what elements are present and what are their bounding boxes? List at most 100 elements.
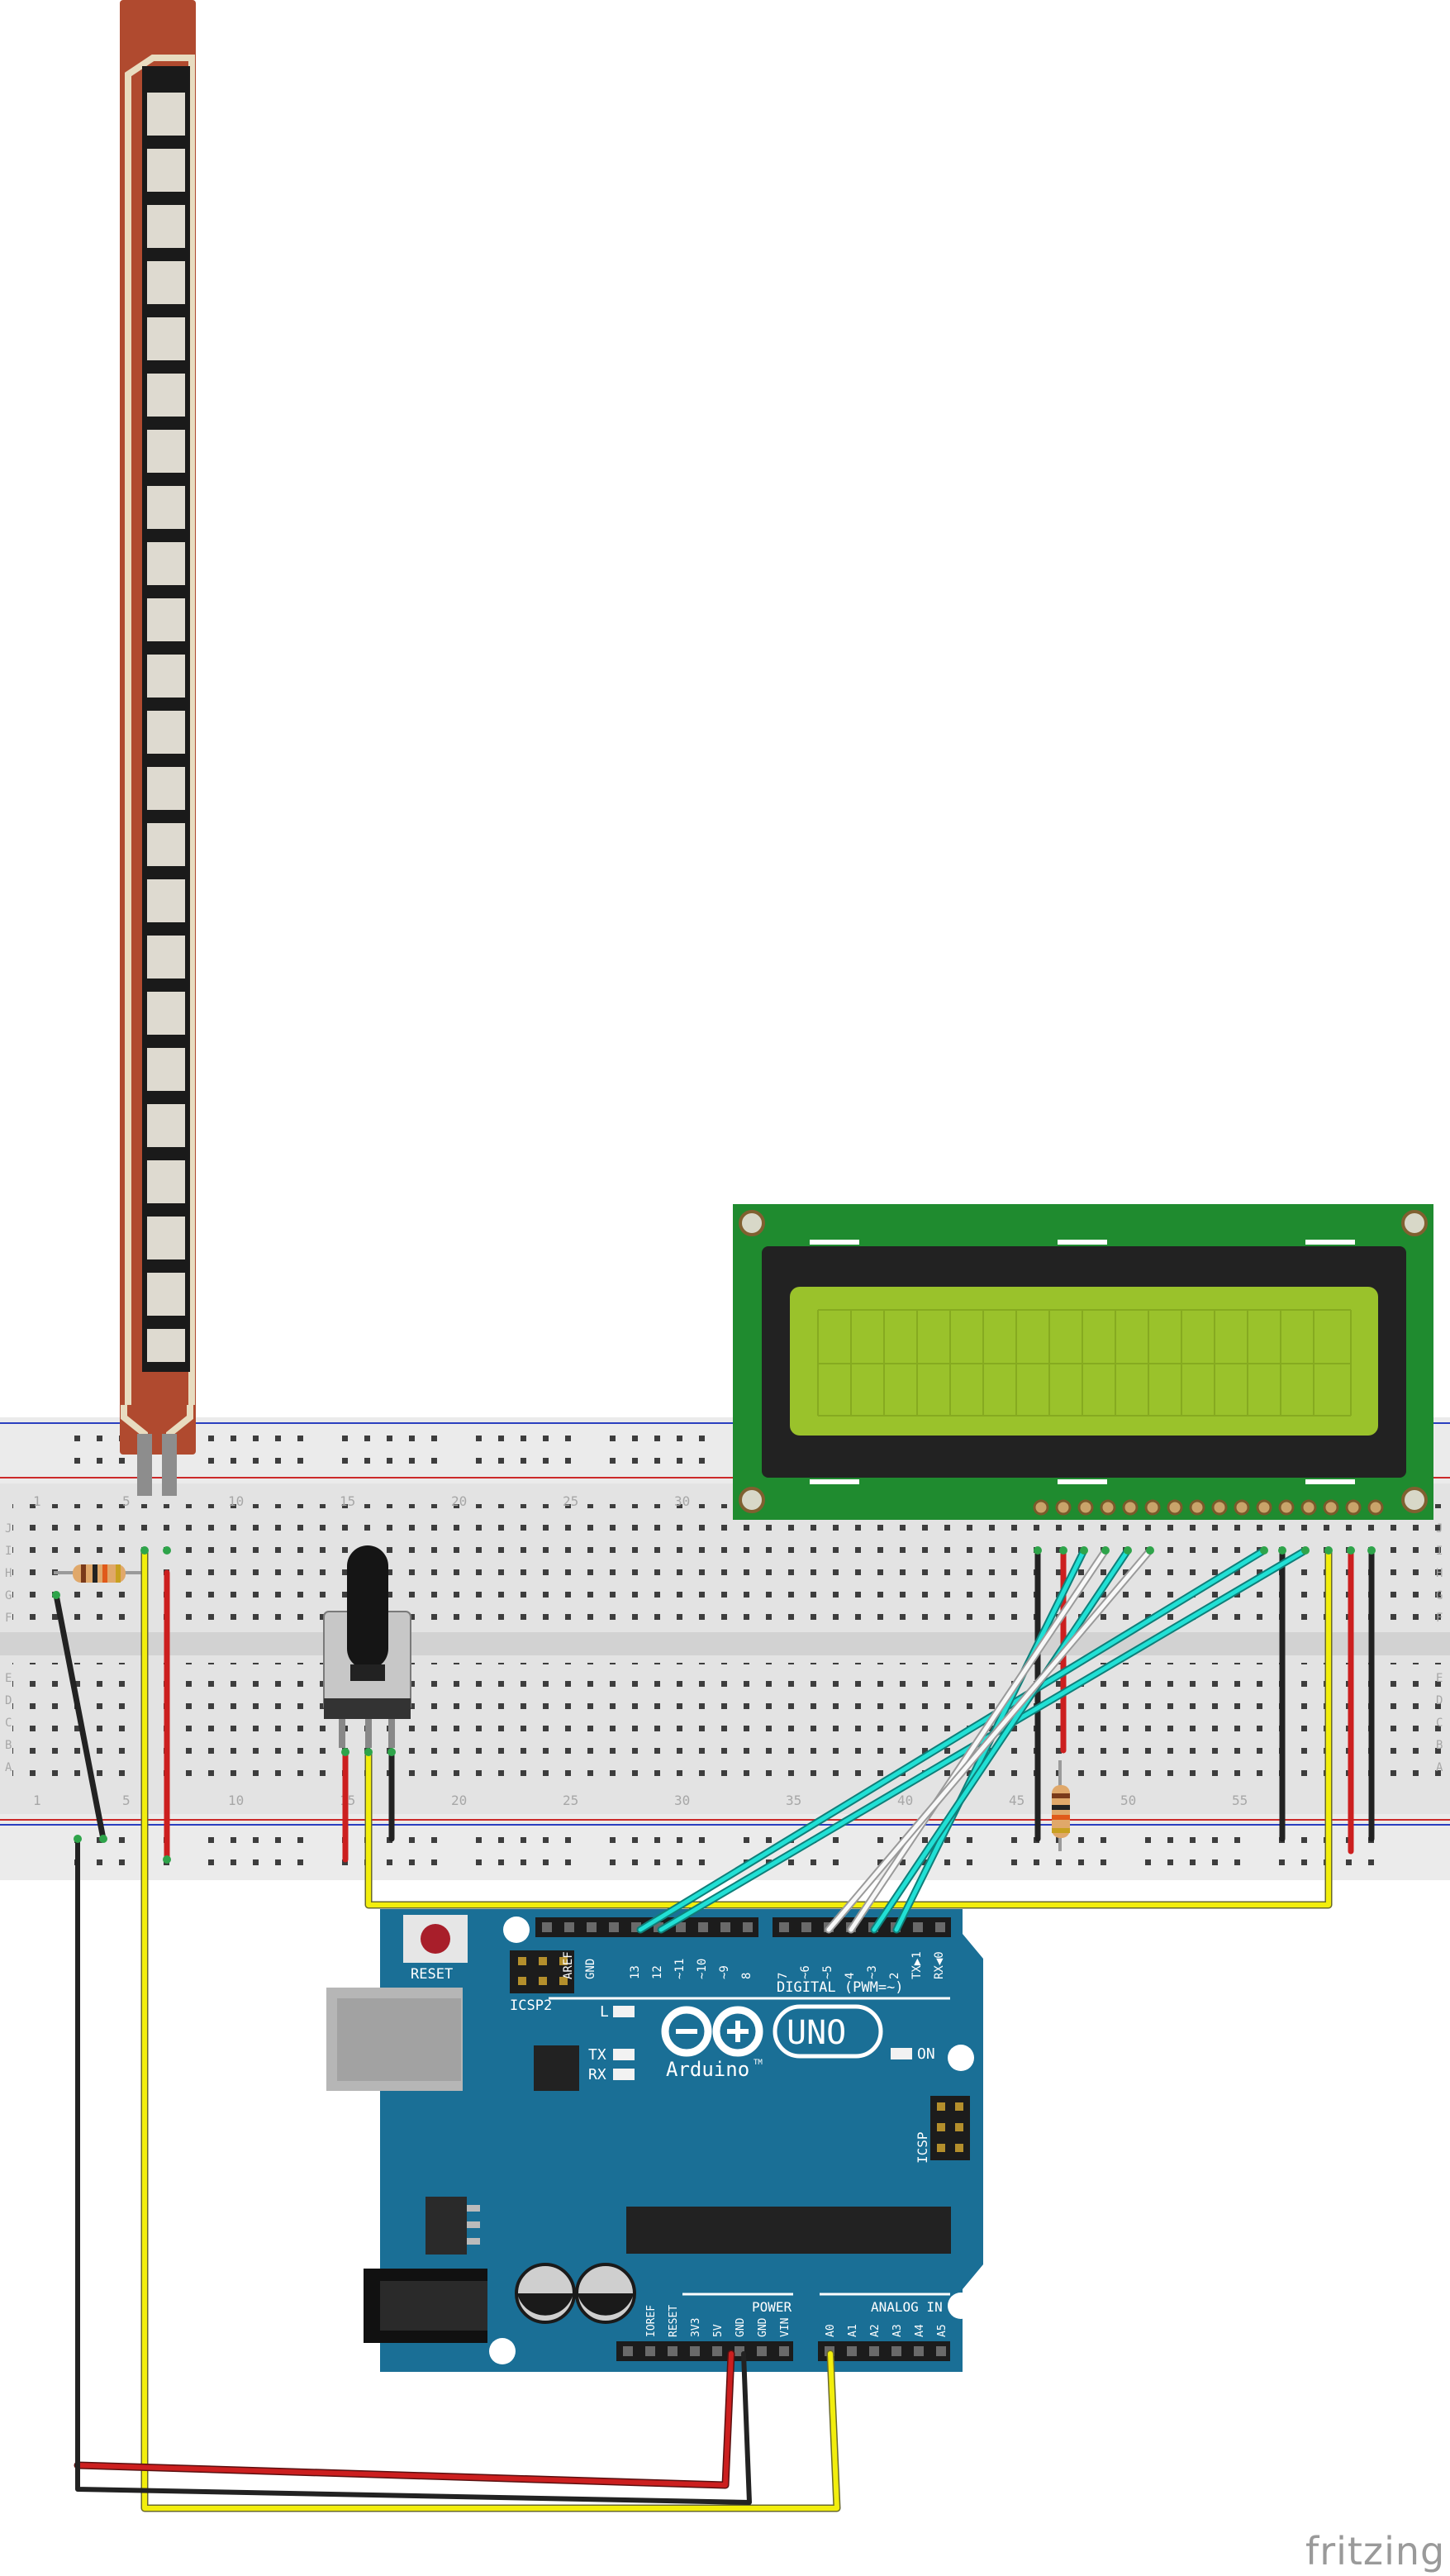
analog-label: ANALOG IN [871,2299,943,2315]
flex-sensor-pin [162,1434,177,1496]
usb-chip [534,2045,579,2091]
svg-text:~10: ~10 [696,1959,709,1979]
trademark: TM [754,2059,763,2067]
svg-text:A5: A5 [936,2324,948,2337]
col-num: 25 [563,1793,578,1808]
svg-text:8: 8 [740,1973,754,1979]
wire-cyan-d13 [638,1548,1267,1932]
svg-text:3V3: 3V3 [690,2318,702,2337]
flex-sensor [120,0,196,1496]
led-l [613,2006,635,2017]
icsp-header [930,2096,970,2160]
flex-sensor-segments [147,93,185,1362]
fritzing-watermark: fritzing [1305,2529,1446,2574]
col-num: 10 [228,1493,244,1509]
wire-cyan-d12 [658,1548,1308,1932]
svg-text:C: C [5,1717,12,1730]
col-num: 1 [33,1793,41,1808]
svg-text:A: A [5,1761,12,1774]
svg-text:IOREF: IOREF [645,2305,658,2337]
wire-yellow-flex-a0 [142,1548,839,2511]
col-num: 1 [33,1493,41,1509]
svg-text:TX▶1: TX▶1 [910,1951,924,1979]
svg-text:~9: ~9 [718,1965,731,1979]
col-num: 5 [122,1793,131,1808]
svg-text:G: G [1436,1589,1443,1602]
svg-text:GND: GND [735,2317,747,2337]
resistor-flex [54,1564,145,1583]
led-tx [613,2049,635,2060]
svg-text:13: 13 [629,1965,642,1979]
upper-terminal-holes [12,1504,1442,1624]
arduino-logo [661,2006,763,2057]
atmega-chip [626,2207,951,2254]
svg-text:A: A [1436,1761,1443,1774]
led-l-label: L [600,2003,609,2021]
arduino-board [380,1909,983,2372]
svg-text:12: 12 [651,1965,664,1979]
col-num: 5 [122,1493,131,1509]
digital-pin-labels: AREF GND 13 12 ~11 ~10 ~9 8 7 ~6 ~5 4 ~3… [562,1951,946,1979]
arduino-logo-symbols [676,2021,749,2042]
brand-name: Arduino [666,2058,749,2081]
wires [53,1546,1375,2512]
col-num: 45 [1009,1793,1025,1808]
icsp-label: ICSP [915,2131,930,2164]
board-name: UNO [787,2014,846,2052]
col-num: 50 [1120,1793,1136,1808]
potentiometer [323,1545,411,1748]
svg-text:H: H [1436,1567,1443,1580]
svg-text:GND: GND [757,2317,769,2337]
svg-text:~6: ~6 [799,1965,812,1979]
wire-red-5v [75,2351,734,2488]
resistor-lcd [1052,1760,1070,1851]
svg-text:D: D [5,1694,12,1707]
svg-text:J: J [5,1522,12,1536]
reset-label: RESET [411,1966,453,1983]
lower-terminal-holes [12,1663,1442,1783]
col-num: 20 [451,1793,467,1808]
svg-text:E: E [5,1672,12,1685]
svg-text:RX◀0: RX◀0 [933,1951,946,1979]
col-num: 40 [897,1793,913,1808]
col-num: 30 [674,1493,690,1509]
svg-text:5V: 5V [712,2324,725,2337]
led-tx-label: TX [588,2046,606,2064]
lcd-screen [790,1287,1378,1436]
svg-text:GND: GND [584,1959,597,1979]
svg-text:G: G [5,1589,12,1602]
svg-text:A3: A3 [891,2324,904,2337]
lcd-character-grid [817,1309,1352,1417]
wire-white-d5 [826,1548,1153,1932]
svg-text:I: I [5,1545,12,1558]
row-letters: J I H G F E D C B A J I H G F E D C B A [5,1522,1443,1774]
svg-text:A4: A4 [914,2324,926,2337]
svg-text:2: 2 [888,1973,901,1979]
svg-text:D: D [1436,1694,1443,1707]
col-num: 15 [340,1493,355,1509]
uno-badge [773,2004,883,2059]
led-rx [613,2069,635,2080]
connection-points [52,1546,1376,1864]
col-num: 30 [674,1793,690,1808]
col-num: 35 [786,1793,801,1808]
svg-text:J: J [1436,1522,1443,1536]
svg-text:7: 7 [777,1973,790,1979]
svg-text:RESET: RESET [668,2305,680,2337]
svg-text:A2: A2 [869,2324,882,2337]
power-label: POWER [752,2299,792,2315]
svg-text:H: H [5,1567,12,1580]
lcd-display [733,1204,1433,1520]
flex-sensor-pin [137,1434,152,1496]
svg-text:A0: A0 [825,2324,837,2337]
pot-knob [347,1545,388,1669]
wire-black-gnd [75,1836,752,2505]
svg-text:B: B [5,1739,12,1752]
svg-text:B: B [1436,1739,1443,1752]
digital-label: DIGITAL (PWM=~) [777,1979,904,1996]
led-on-label: ON [917,2045,935,2063]
svg-text:VIN: VIN [779,2318,792,2337]
svg-text:F: F [1436,1612,1443,1625]
analog-pin-labels: A0 A1 A2 A3 A4 A5 [825,2324,948,2337]
col-num: 10 [228,1793,244,1808]
